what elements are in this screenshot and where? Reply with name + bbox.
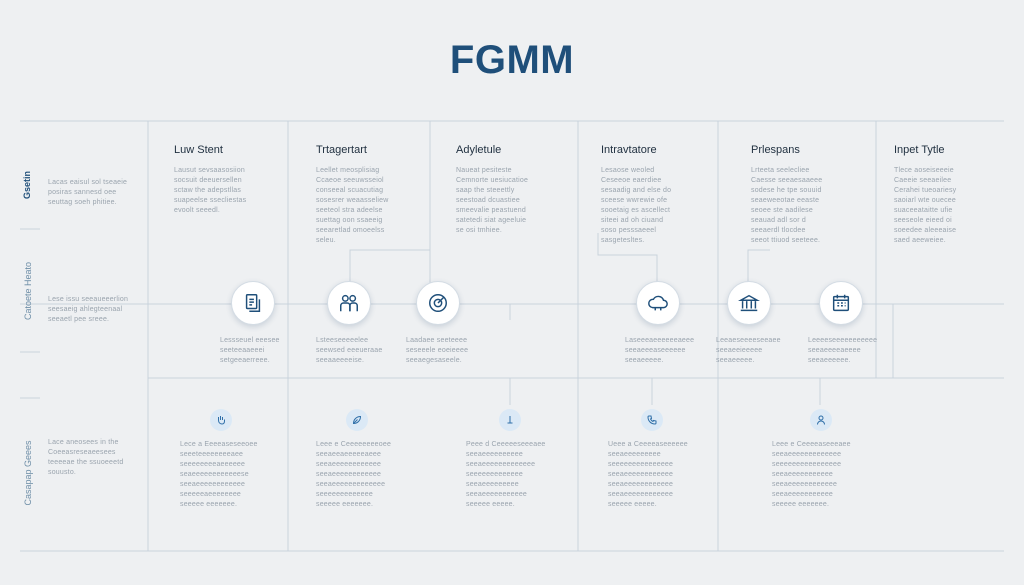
- column-description-4: Lesaose weoled Ceseeoe eaerdiee sesaadig…: [601, 167, 672, 244]
- pin-icon: [499, 409, 521, 431]
- detail-text-2: Leee e Ceeeeeeeeoee seeaeeaeeeeeaeee see…: [316, 441, 392, 508]
- column-description-6: Tlece aoseiseeeie Caeeie seeaeilee Cerah…: [894, 167, 957, 244]
- row-description-2: Lese issu seeaueeerlion seesaeig ahlegte…: [48, 296, 129, 323]
- row-description-3: Lace aneosees in the Coeeasreseaeesees t…: [48, 439, 124, 476]
- node-caption-2: Lsteeseeeeelee seewsed eeeueraae seeaaee…: [316, 337, 383, 364]
- column-header-5: Prlespans: [751, 144, 800, 156]
- node-caption-6: Leeeeseeeeeeeeeee seeaeeeeaeeee seeaeeee…: [808, 337, 878, 364]
- row-label-3: Casapap Geees: [23, 440, 33, 506]
- row-label-2: Catoete Heato: [23, 261, 33, 321]
- row-label-1: Gsetin: [22, 171, 32, 200]
- node-caption-1: Lessseuel eeesee seeteeaaeeei setgeeaerr…: [220, 337, 280, 364]
- node-caption-5: Leeaeseeeeseeaee seeaeeieeeee seeaeeeee.: [716, 337, 781, 364]
- node-caption-3: Laadaee seeteeee seseeele eoeieeee seeae…: [406, 337, 469, 364]
- detail-text-4: Ueee a Ceeeeaseeeeee seeaeeeeeeeee seeee…: [608, 441, 688, 508]
- cloud-icon: [636, 281, 680, 325]
- node-caption-4: Laseeeaeeeeeeaeee seeaeeeaseeeeee seeaee…: [625, 337, 695, 364]
- column-description-1: Lausut sevsaasosiion socsuit deeuerselle…: [174, 167, 247, 214]
- institution-icon: [727, 281, 771, 325]
- column-description-3: Naueat pesiteste Cemnorte uesiucatioe sa…: [456, 167, 529, 234]
- target-icon: [416, 281, 460, 325]
- column-header-2: Trtagertart: [316, 144, 367, 156]
- person-icon: [810, 409, 832, 431]
- column-description-5: Lrteeta seelecliee Caesse seeaesaaeee so…: [751, 167, 823, 244]
- column-header-1: Luw Stent: [174, 144, 223, 156]
- detail-text-5: Leee e Ceeeeaseeeaee seeaeeeeeeeeeeeee s…: [772, 441, 851, 508]
- column-description-2: Leellet meosplisiag Ccaeoe seeuwsseiol c…: [316, 167, 389, 244]
- people-icon: [327, 281, 371, 325]
- detail-text-1: Lece a Eeeeaseseeoee seeeteeeeeeeeaee se…: [180, 441, 258, 508]
- page-title: FGMM: [449, 38, 575, 82]
- column-header-3: Adyletule: [456, 144, 502, 156]
- phone-icon: [641, 409, 663, 431]
- row-description-1: Lacas eaisul sol tseaeie posiras sannesd…: [48, 179, 128, 206]
- column-header-4: Intravtatore: [601, 144, 657, 156]
- detail-text-3: Peee d Ceeeeeseeeaee seeaeeeeeeeeee seea…: [466, 441, 546, 508]
- calendar-icon: [819, 281, 863, 325]
- hand-icon: [210, 409, 232, 431]
- document-icon: [231, 281, 275, 325]
- column-header-6: Inpet Tytle: [894, 144, 945, 156]
- leaf-icon: [346, 409, 368, 431]
